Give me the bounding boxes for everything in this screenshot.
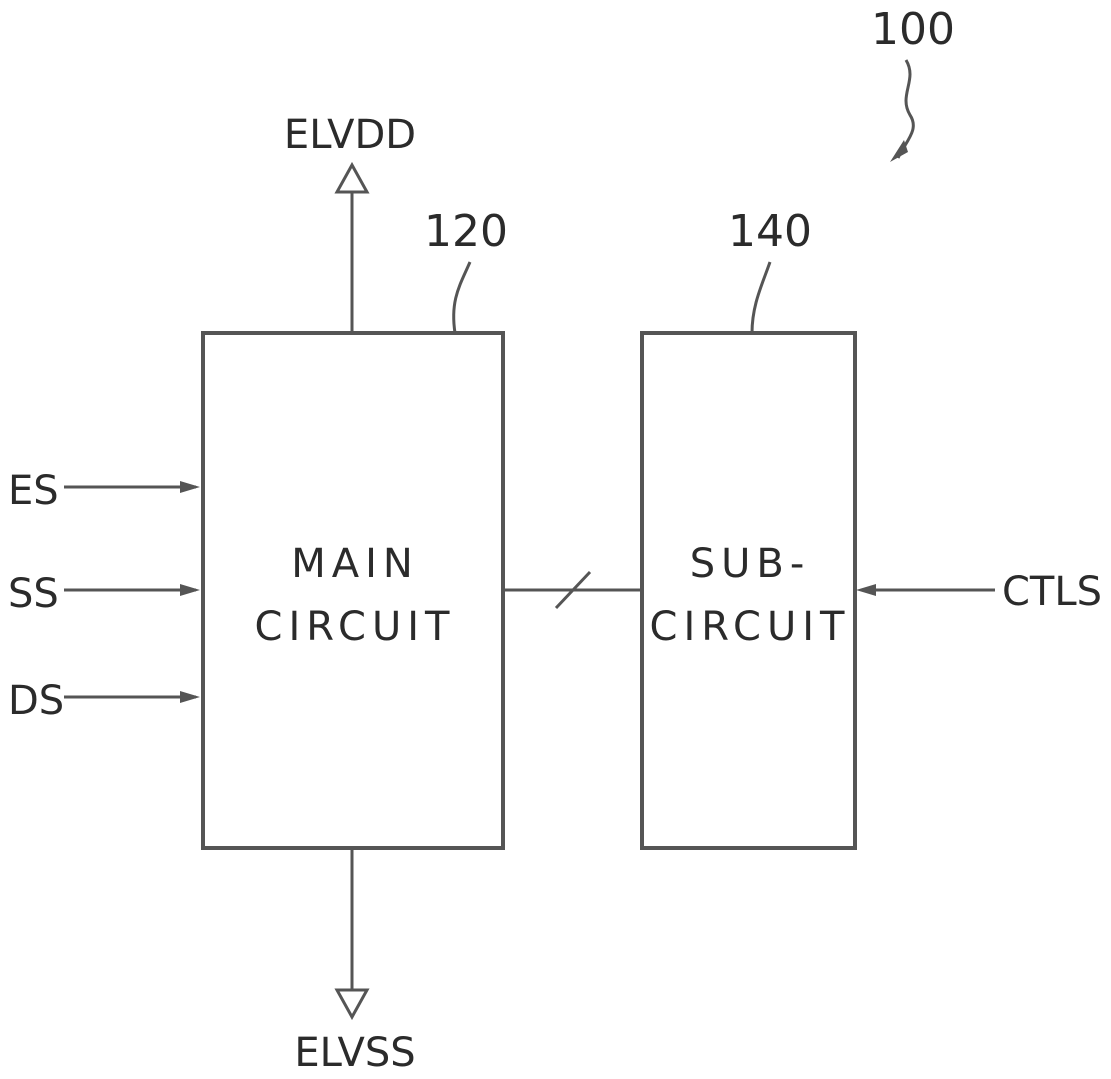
elvss-arrow-icon [337,990,367,1017]
system-reference-number: 100 [871,4,955,55]
ds-label: DS [8,678,64,724]
sub-circuit-reference-number: 140 [728,206,812,257]
ds-arrow-icon [180,691,200,703]
main-circuit-label-line2: CIRCUIT [255,604,456,650]
es-label: ES [8,468,59,514]
main-circuit-label-line1: MAIN [291,541,419,587]
main-circuit-reference-leader [454,262,470,333]
main-circuit-reference-number: 120 [424,206,508,257]
sub-circuit-label-line2: CIRCUIT [650,604,851,650]
es-arrow-icon [180,481,200,493]
elvdd-arrow-icon [337,165,367,192]
system-reference-leader [898,60,913,158]
sub-circuit-block [642,333,855,848]
ss-label: SS [8,571,59,617]
elvdd-label: ELVDD [284,112,416,158]
elvss-label: ELVSS [294,1030,415,1076]
ctls-arrow-icon [856,584,876,596]
sub-circuit-reference-leader [752,262,770,333]
main-circuit-block [203,333,503,848]
sub-circuit-label-line1: SUB- [690,541,811,587]
ctls-label: CTLS [1002,569,1102,615]
ss-arrow-icon [180,584,200,596]
